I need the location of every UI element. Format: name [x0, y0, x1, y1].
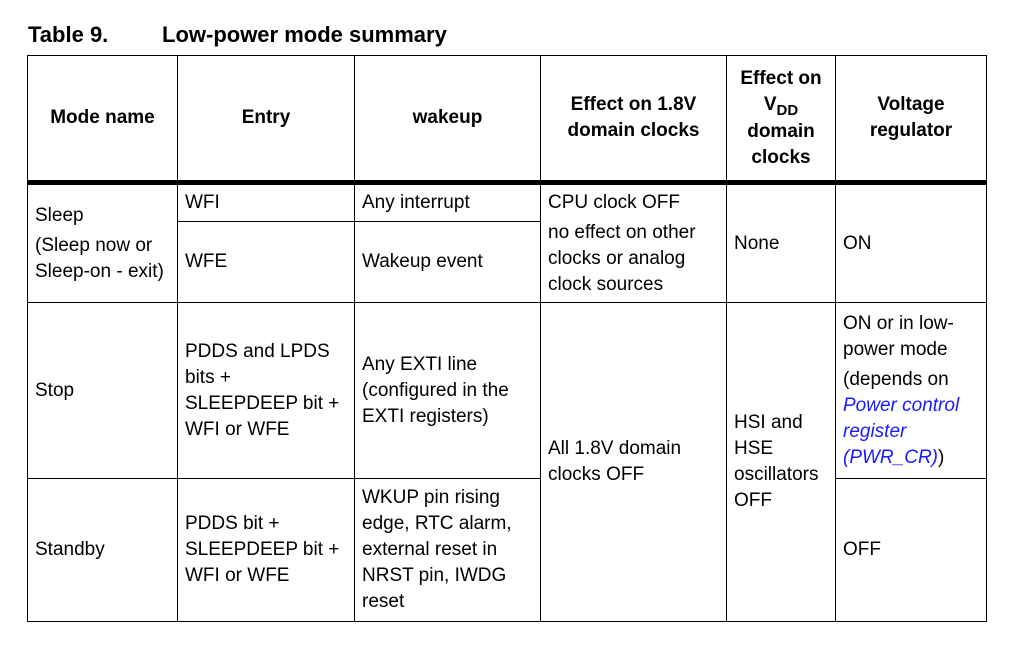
- stop-regulator-line1: ON or in low-power mode: [843, 312, 954, 360]
- table-row-stop: Stop PDDS and LPDS bits + SLEEPDEEP bit …: [27, 302, 987, 622]
- cell-sleep-mode: Sleep (Sleep now or Sleep-on - exit): [27, 182, 178, 303]
- cell-stop-regulator: ON or in low-power mode (depends on Powe…: [835, 302, 987, 479]
- cell-stop-standby-effect-18v: All 1.8V domain clocks OFF: [540, 302, 727, 622]
- header-effect-vdd-prefix: Effect on: [740, 67, 822, 89]
- cell-sleep-entry-wfe: WFE: [177, 221, 355, 303]
- header-mode-name: Mode name: [27, 55, 178, 185]
- header-row: Mode name Entry wakeup Effect on 1.8V do…: [27, 55, 987, 185]
- cell-sleep-effect-18v: CPU clock OFF no effect on other clocks …: [540, 182, 727, 303]
- pwr-cr-link[interactable]: Power control register (PWR_CR): [843, 394, 960, 468]
- header-effect-18v: Effect on 1.8V domain clocks: [540, 55, 727, 185]
- cell-standby-regulator: OFF: [835, 478, 987, 622]
- header-effect-vdd-suffix: domain clocks: [747, 120, 815, 168]
- cell-standby-wakeup: WKUP pin rising edge, RTC alarm, externa…: [354, 478, 541, 622]
- table-caption: Table 9. Low-power mode summary: [28, 22, 447, 48]
- cell-sleep-regulator: ON: [835, 182, 987, 303]
- cell-stop-wakeup: Any EXTI line (configured in the EXTI re…: [354, 302, 541, 479]
- stop-regulator-pre: (depends on: [843, 368, 949, 390]
- cell-sleep-wakeup-wfi: Any interrupt: [354, 182, 541, 222]
- header-entry: Entry: [177, 55, 355, 185]
- cell-sleep-wakeup-wfe: Wakeup event: [354, 221, 541, 303]
- table-row-sleep-wfe: WFE Wakeup event: [28, 221, 987, 303]
- cell-stop-standby-effect-vdd: HSI and HSE oscillators OFF: [726, 302, 836, 622]
- header-effect-vdd: Effect on VDD domain clocks: [726, 55, 836, 185]
- table-number: Table 9.: [28, 22, 109, 47]
- table-row-standby: Standby PDDS bit + SLEEPDEEP bit + WFI o…: [27, 478, 987, 622]
- cell-standby-entry: PDDS bit + SLEEPDEEP bit + WFI or WFE: [177, 478, 355, 622]
- sleep-effect-18v-line1: CPU clock OFF: [548, 191, 680, 213]
- sleep-mode-name: Sleep: [35, 204, 84, 226]
- header-wakeup: wakeup: [354, 55, 541, 185]
- cell-sleep-effect-vdd: None: [726, 182, 836, 303]
- sleep-mode-detail: (Sleep now or Sleep-on - exit): [35, 234, 164, 282]
- header-regulator: Voltage regulator: [835, 55, 987, 185]
- header-effect-vdd-v: V: [763, 93, 777, 115]
- low-power-mode-table: Mode name Entry wakeup Effect on 1.8V do…: [27, 55, 987, 622]
- cell-sleep-entry-wfi: WFI: [177, 182, 355, 222]
- table-title: Low-power mode summary: [162, 22, 447, 47]
- cell-stop-mode: Stop: [27, 302, 178, 479]
- header-effect-vdd-sub: DD: [776, 101, 799, 119]
- stop-regulator-post: ): [938, 446, 945, 468]
- table-row-sleep-wfi: Sleep (Sleep now or Sleep-on - exit) WFI…: [27, 182, 987, 303]
- sleep-effect-18v-line2: no effect on other clocks or analog cloc…: [548, 221, 696, 295]
- cell-standby-mode: Standby: [27, 478, 178, 622]
- cell-stop-entry: PDDS and LPDS bits + SLEEPDEEP bit + WFI…: [177, 302, 355, 479]
